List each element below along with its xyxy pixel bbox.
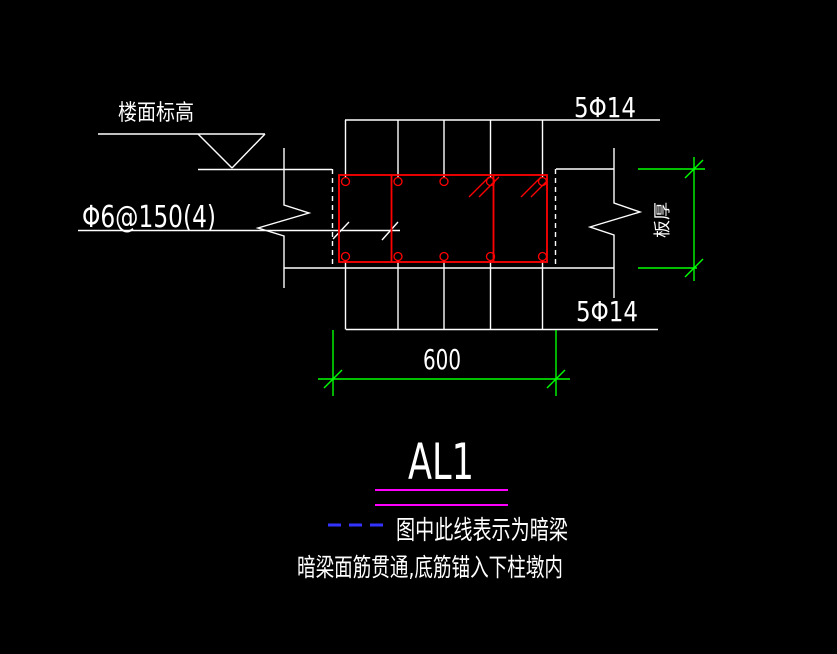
rebar-dot [340, 176, 351, 187]
title-underline-group [375, 489, 508, 506]
rebar-dot [393, 251, 403, 262]
beam-width-dimension-label: 600 [423, 343, 461, 376]
break-line-left [255, 148, 312, 288]
dim-tick [323, 369, 343, 389]
rebar-dot [485, 251, 496, 262]
beam-hatch-mark [530, 180, 548, 198]
rebar-dot [439, 251, 449, 262]
bottom-rebar-label: 5Φ14 [576, 295, 638, 328]
rebar-dot [340, 251, 351, 262]
stirrup-leader-tick [332, 221, 350, 240]
break-line-right [587, 148, 643, 298]
dim-tick [684, 258, 704, 278]
dim-tick [546, 369, 566, 389]
stirrup-spec-label: Φ6@150(4) [82, 200, 216, 235]
white-linework-group [78, 119, 660, 331]
annotation-text-group: 楼面标高 Φ6@150(4) 5Φ14 5Φ14 600 板厚 AL1 图中此线… [82, 91, 673, 582]
slab-thickness-label: 板厚 [653, 202, 673, 238]
beam-hatch-mark [520, 176, 542, 198]
floor-elevation-label: 楼面标高 [118, 101, 194, 126]
rebar-dot [393, 176, 403, 187]
dim-tick [684, 159, 704, 179]
concealed-beam-group [338, 174, 548, 263]
top-rebar-label: 5Φ14 [574, 91, 636, 124]
elevation-marker-icon [197, 133, 233, 169]
rebar-dot [439, 176, 449, 187]
elevation-marker-icon [231, 133, 266, 169]
beam-hatch-mark [468, 176, 490, 198]
rebar-dot [537, 251, 548, 262]
legend-line2: 暗梁面筋贯通,底筋锚入下柱墩内 [297, 553, 563, 582]
beam-hatch-mark [478, 176, 500, 198]
beam-stirrup-outline [338, 174, 548, 263]
dimension-group [318, 157, 705, 396]
legend-line1: 图中此线表示为暗梁 [396, 516, 568, 546]
stirrup-leader-tick [381, 221, 399, 241]
drawing-title: AL1 [408, 433, 474, 491]
